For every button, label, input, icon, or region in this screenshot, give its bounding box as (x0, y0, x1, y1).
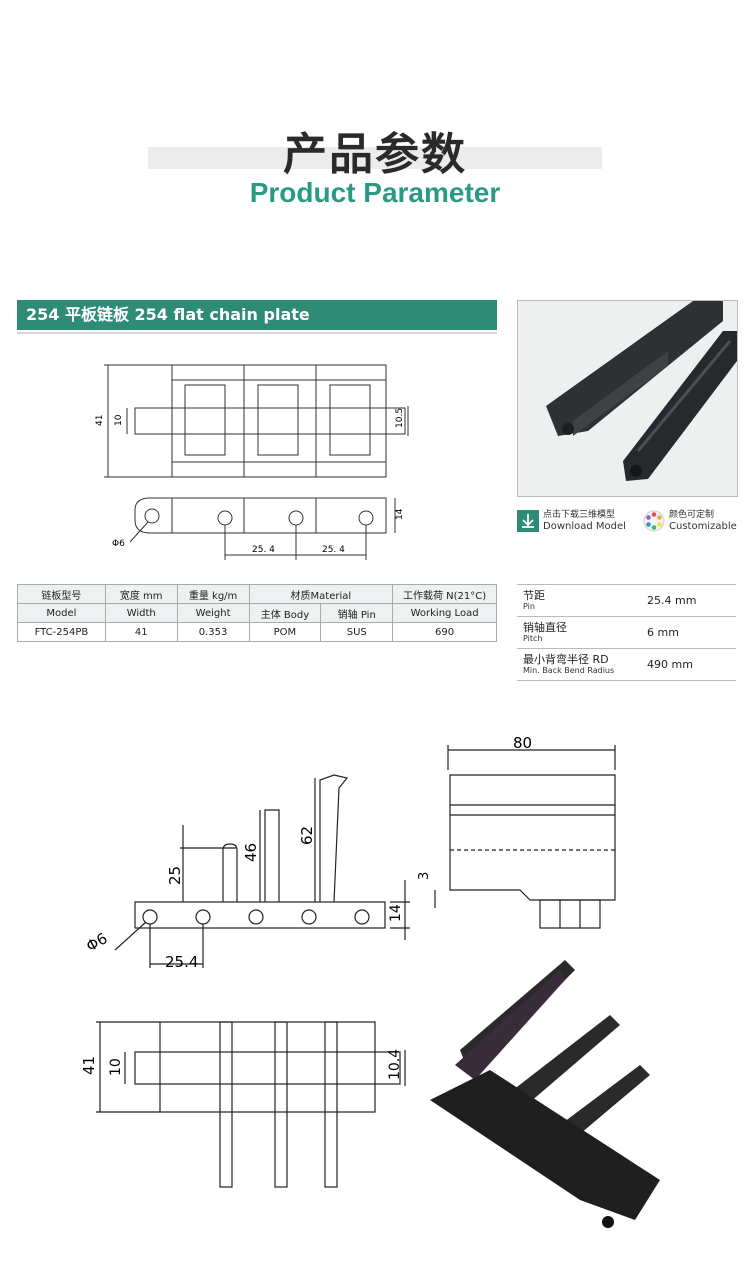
section-banner: 254 平板链板 254 flat chain plate (17, 300, 497, 330)
customizable-label-en: Customizable (669, 521, 737, 532)
header-material-cn: 材质Material (248, 584, 394, 604)
dim-41: 41 (95, 415, 105, 426)
download-icon (517, 510, 539, 532)
pitch-value: 25.4 mm (641, 584, 736, 617)
dim-pitch-2: 25. 4 (322, 545, 345, 555)
cell-model: FTC-254PB (17, 622, 106, 642)
cell-pin: SUS (320, 622, 394, 642)
dim-hole-bottom: Φ6 (83, 929, 110, 955)
dim-10: 10 (114, 414, 124, 426)
palette-icon (643, 510, 665, 532)
header-load-cn: 工作载荷 N(21°C) (392, 584, 497, 604)
header-width-cn: 宽度 mm (104, 584, 178, 604)
download-label-en: Download Model (543, 521, 626, 532)
bend-radius-value: 490 mm (641, 648, 736, 681)
cell-weight: 0.353 (176, 622, 250, 642)
bottom-technical-drawing: 80 3 14 25 46 62 25.4 Φ6 41 10 10.4 (80, 734, 660, 1228)
bend-radius-label-cn: 最小背弯半径 RD (523, 653, 609, 666)
download-label-cn: 点击下载三维模型 (543, 510, 616, 520)
customizable-label-cn: 颜色可定制 (669, 510, 715, 520)
cell-load: 690 (392, 622, 497, 642)
header-width-en: Width (104, 603, 178, 623)
pin-diameter-value: 6 mm (641, 616, 736, 649)
title-underlay (148, 147, 602, 169)
pin-diameter-label-en: Pitch (523, 634, 543, 643)
dim-14: 14 (395, 508, 405, 520)
header-body-en: 主体 Body (248, 603, 322, 623)
dim-14-bottom: 14 (388, 904, 404, 922)
pitch-label-en: Pin (523, 602, 535, 611)
banner-rule (17, 332, 497, 334)
pin-diameter-label-cn: 销轴直径 (523, 621, 567, 634)
header-model-cn: 链板型号 (17, 584, 106, 604)
dim-hole: Φ6 (112, 539, 125, 549)
cell-width: 41 (104, 622, 178, 642)
header-model-en: Model (17, 603, 106, 623)
dim-46: 46 (242, 843, 260, 862)
header-weight-en: Weight (176, 603, 250, 623)
product-photo (517, 300, 738, 497)
dim-62: 62 (298, 826, 316, 845)
header-weight-cn: 重量 kg/m (176, 584, 250, 604)
dim-25-4: 25.4 (165, 953, 198, 971)
bend-radius-label-en: Min. Back Bend Radius (523, 666, 615, 675)
page-title-en: Product Parameter (249, 177, 501, 208)
header-pin-en: 销轴 Pin (320, 603, 394, 623)
dim-10-4: 10.4 (387, 1049, 403, 1080)
download-model-feature[interactable]: 点击下载三维模型 Download Model (517, 508, 626, 534)
pitch-label-cn: 节距 (523, 589, 545, 602)
page-title-cn: 产品参数 (283, 129, 467, 180)
dim-10-bottom: 10 (108, 1058, 124, 1076)
spec-table: 链板型号 宽度 mm 重量 kg/m 材质Material 工作载荷 N(21°… (17, 584, 497, 642)
table-row: FTC-254PB 41 0.353 POM SUS 690 (17, 622, 497, 642)
dim-25: 25 (166, 866, 184, 885)
cell-body: POM (248, 622, 322, 642)
header-load-en: Working Load (392, 603, 497, 623)
dim-pitch-1: 25. 4 (252, 545, 275, 555)
dim-41-bottom: 41 (80, 1056, 98, 1075)
spec-header-en-row: Model Width Weight 主体 Body 销轴 Pin Workin… (17, 603, 497, 623)
dim-80: 80 (513, 734, 532, 752)
dim-10-5: 10.5 (395, 408, 405, 428)
customizable-feature[interactable]: 颜色可定制 Customizable (643, 508, 737, 534)
dim-3: 3 (417, 872, 432, 880)
top-technical-drawing: 41 10 10.5 14 25. 4 25. 4 Φ6 (95, 364, 409, 560)
spec-header-cn-row: 链板型号 宽度 mm 重量 kg/m 材质Material 工作载荷 N(21°… (17, 584, 497, 604)
